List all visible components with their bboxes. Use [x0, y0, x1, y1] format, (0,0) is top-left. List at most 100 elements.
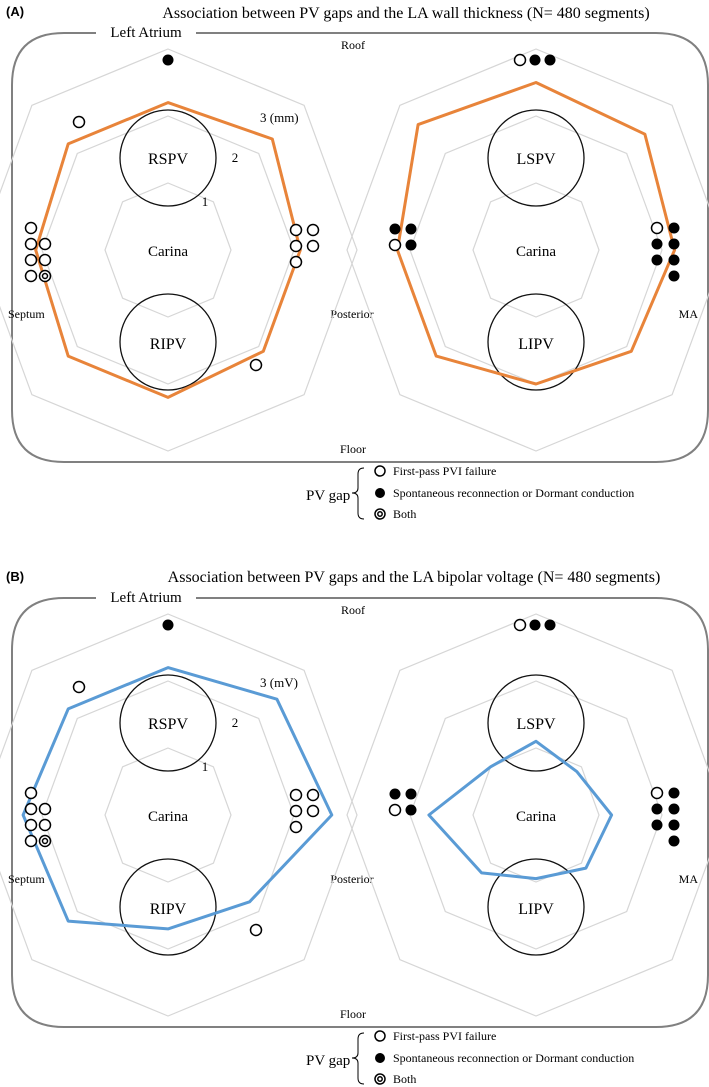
lspv-circle [487, 109, 585, 207]
series-polygon-left [427, 739, 614, 881]
marker-filled [668, 222, 680, 234]
marker-filled [668, 254, 680, 266]
label-ma: MA [679, 307, 699, 321]
marker-open [650, 786, 664, 800]
legend-marker-open [374, 1030, 386, 1042]
pv-gap-markers [24, 53, 680, 372]
legend-marker-open [374, 465, 386, 477]
lspv-circle [487, 674, 585, 772]
label-ma: MA [679, 872, 699, 886]
grid-ring-2 [41, 115, 295, 385]
lspv-label: LSPV [516, 716, 556, 733]
label-septum: Septum [8, 307, 45, 321]
marker-open [38, 253, 52, 267]
label-roof: Roof [341, 603, 365, 617]
lipv-circle [487, 293, 585, 391]
label-floor: Floor [340, 442, 366, 456]
legend-label-open: First-pass PVI failure [393, 1029, 496, 1043]
marker-open [38, 818, 52, 832]
marker-open [306, 239, 320, 253]
label-floor: Floor [340, 1007, 366, 1021]
carina-label: Carina [516, 244, 556, 260]
marker-filled [529, 54, 541, 66]
grid-ring-2 [409, 680, 663, 950]
marker-open [388, 238, 402, 252]
grid-ring-3 [0, 613, 358, 1017]
marker-filled [668, 787, 680, 799]
right-pv-radar: RSPV RIPV Carina 1 2 3 (mm) [0, 48, 358, 452]
marker-open [289, 223, 303, 237]
marker-open [249, 923, 263, 937]
lspv-label: LSPV [516, 151, 556, 168]
marker-open [289, 239, 303, 253]
marker-open [513, 618, 527, 632]
label-posterior: Posterior [330, 307, 373, 321]
ripv-circle [119, 293, 217, 391]
series-polygon-right [21, 666, 334, 931]
marker-open [289, 820, 303, 834]
marker-filled [405, 788, 417, 800]
marker-filled [651, 238, 663, 250]
marker-filled [529, 619, 541, 631]
ripv-label: RIPV [150, 901, 187, 918]
marker-filled [544, 619, 556, 631]
marker-open [289, 804, 303, 818]
marker-open [38, 237, 52, 251]
marker-open [650, 221, 664, 235]
carina-label: Carina [516, 809, 556, 825]
series-polygon-right [34, 101, 302, 399]
left-pv-radar: LSPV LIPV Carina [346, 613, 709, 1017]
series-polygon-left [395, 81, 677, 386]
marker-filled [651, 254, 663, 266]
chart-title: Association between PV gaps and the LA b… [168, 569, 661, 586]
label-posterior: Posterior [330, 872, 373, 886]
ring-label-2: 2 [232, 715, 239, 730]
marker-open [24, 269, 38, 283]
marker-open [249, 358, 263, 372]
left-pv-radar: LSPV LIPV Carina [346, 48, 709, 452]
rspv-label: RSPV [148, 151, 188, 168]
marker-filled [651, 803, 663, 815]
marker-filled [405, 239, 417, 251]
panel-a: (A) Association between PV gaps and the … [0, 4, 709, 521]
legend-title: PV gap [306, 1053, 350, 1069]
chart-title: Association between PV gaps and the LA w… [162, 5, 649, 22]
legend-title: PV gap [306, 488, 350, 504]
marker-filled [668, 238, 680, 250]
lipv-label: LIPV [518, 336, 554, 353]
legend-marker-both-inner [377, 511, 383, 517]
legend-label-both: Both [393, 507, 416, 521]
panel-label: (B) [6, 569, 24, 584]
marker-both-inner [41, 837, 49, 845]
marker-open [289, 788, 303, 802]
marker-filled [544, 54, 556, 66]
marker-both-inner [41, 272, 49, 280]
legend-brace [351, 1032, 365, 1085]
label-roof: Roof [341, 38, 365, 52]
marker-filled [651, 819, 663, 831]
legend-label-open: First-pass PVI failure [393, 464, 496, 478]
ripv-circle [119, 858, 217, 956]
rspv-circle [119, 109, 217, 207]
grid-ring-1 [104, 747, 232, 883]
frame-label: Left Atrium [110, 590, 182, 606]
marker-filled [405, 223, 417, 235]
carina-label: Carina [148, 244, 188, 260]
grid-ring-3 [0, 48, 358, 452]
rspv-circle [119, 674, 217, 772]
left-atrium-frame [11, 597, 709, 1028]
grid-ring-2 [41, 680, 295, 950]
left-atrium-frame [11, 32, 709, 463]
marker-open [306, 788, 320, 802]
ring-label-1: 1 [202, 759, 209, 774]
legend-brace [351, 467, 365, 520]
ring-label-3: 3 (mV) [260, 675, 298, 690]
grid-ring-3 [346, 48, 709, 452]
legend-marker-filled [375, 488, 385, 498]
ring-label-1: 1 [202, 194, 209, 209]
marker-open [24, 834, 38, 848]
legend-label-filled: Spontaneous reconnection or Dormant cond… [393, 486, 634, 500]
panel-b: (B) Association between PV gaps and the … [0, 569, 709, 1086]
legend: PV gap First-pass PVI failure Spontaneou… [306, 1029, 634, 1086]
